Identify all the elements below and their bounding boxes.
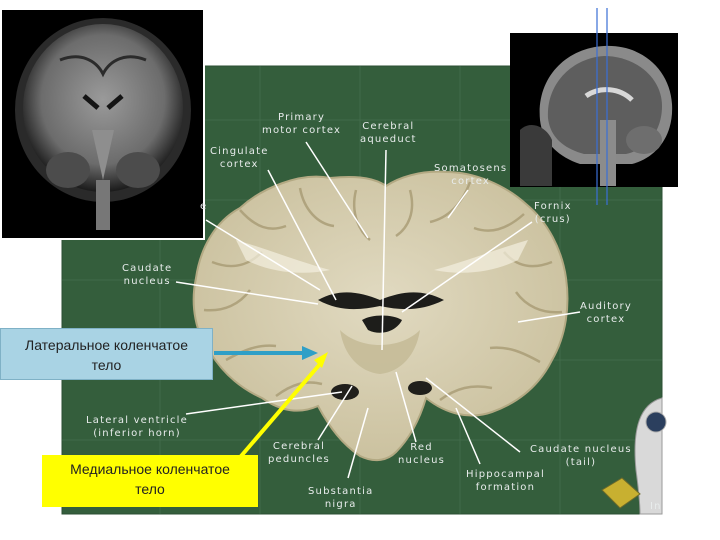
label-caudate-nucleus-tail: Caudate nucleus(tail) bbox=[530, 444, 632, 468]
label-partial-in: In bbox=[650, 501, 662, 512]
medial-geniculate-arrow bbox=[234, 352, 328, 464]
label-partial-e: e bbox=[200, 201, 208, 212]
leader-lines bbox=[175, 141, 581, 479]
navigation-widget-icon[interactable] bbox=[601, 397, 667, 515]
lateral-geniculate-arrow bbox=[214, 346, 318, 360]
coronal-mri-thumbnail bbox=[0, 8, 205, 240]
sagittal-mri-thumbnail bbox=[510, 8, 678, 205]
label-lateral-ventricle: Lateral ventricle(inferior horn) bbox=[86, 415, 189, 439]
label-fornix-crus: Fornix(crus) bbox=[534, 201, 572, 225]
